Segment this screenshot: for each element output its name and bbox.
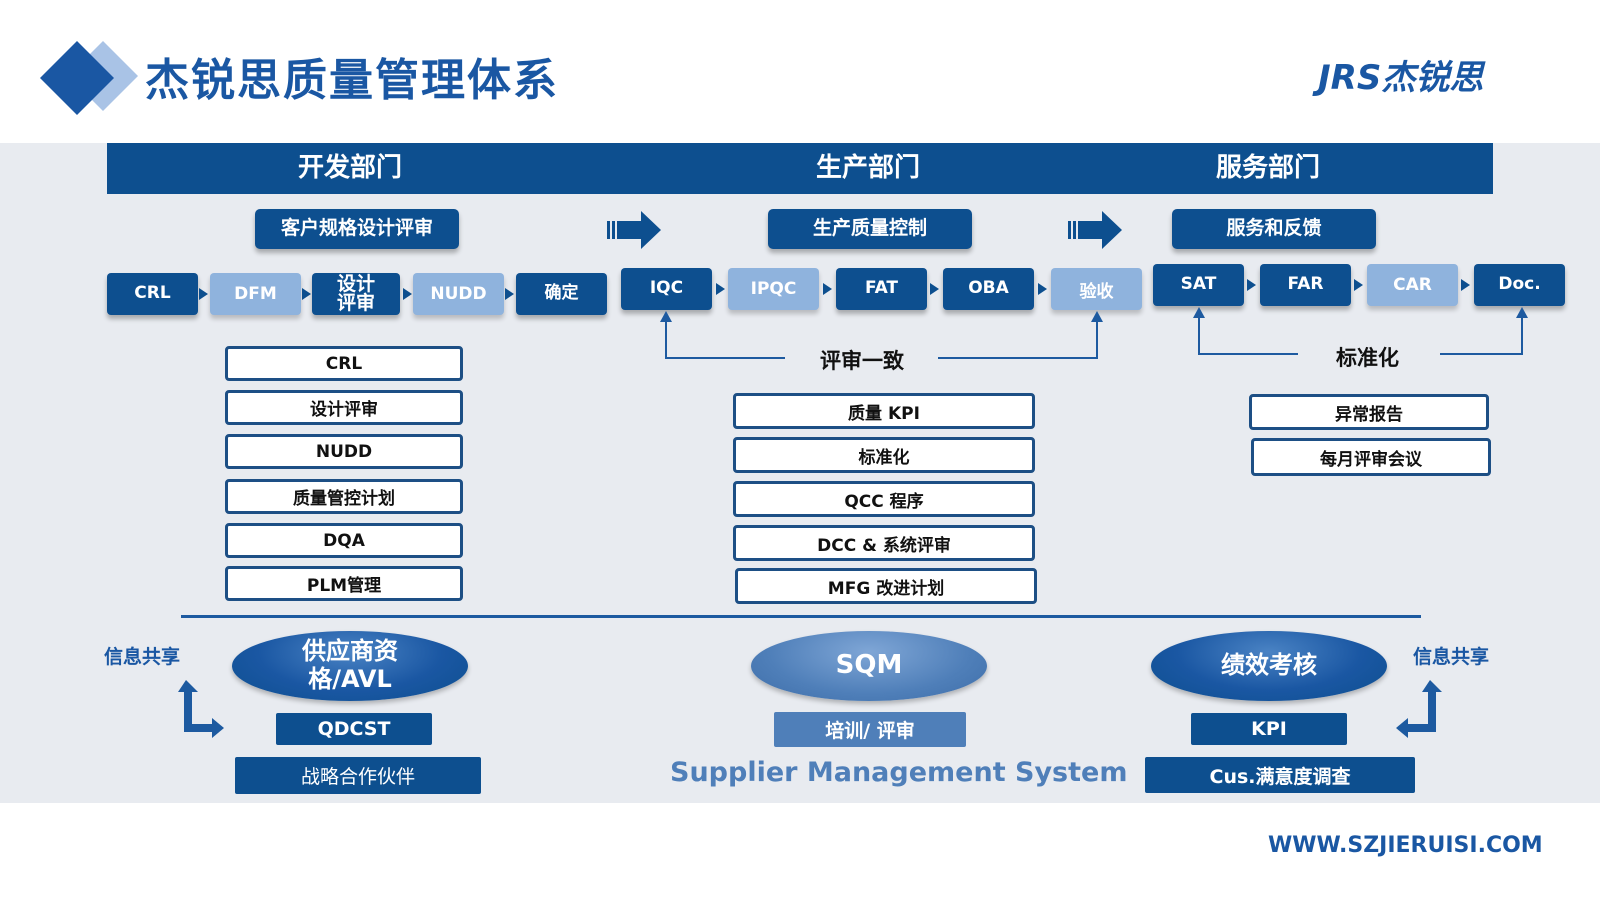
step-arrow-icon (403, 288, 412, 300)
step-arrow-icon (302, 288, 311, 300)
prod-list-item: QCC 程序 (733, 481, 1035, 517)
page-title: 杰锐思质量管理体系 (145, 55, 559, 106)
step-arrow-icon (823, 283, 832, 295)
dev-list-item: PLM管理 (225, 566, 463, 601)
supplier-qualification-ellipse: 供应商资格/AVL (232, 631, 468, 701)
prod-step-iqc: IQC (621, 268, 712, 310)
flow-arrow-icon (1068, 210, 1124, 254)
corner-arrow-icon (178, 680, 228, 744)
dev-list-item: 质量管控计划 (225, 479, 463, 514)
dev-list-item: CRL (225, 346, 463, 381)
step-arrow-icon (1461, 279, 1470, 291)
step-arrow-icon (930, 283, 939, 295)
prod-step-oba: OBA (943, 268, 1034, 310)
kpi-box: KPI (1191, 713, 1347, 745)
strategic-partner-box: 战略合作伙伴 (235, 757, 481, 794)
dev-list-item: 设计评审 (225, 390, 463, 425)
sqm-caption: Supplier Management System (670, 757, 1128, 788)
dev-step-crl: CRL (107, 273, 198, 315)
prod-list-item: 质量 KPI (733, 393, 1035, 429)
svc-link-label: 标准化 (1336, 346, 1399, 370)
title-diamond-icon (30, 35, 138, 125)
dev-step-confirm: 确定 (516, 273, 607, 315)
prod-link-label: 评审一致 (820, 349, 904, 373)
svc-step-far: FAR (1260, 264, 1351, 306)
company-logo: JRS杰锐思 (1318, 58, 1484, 98)
dev-step-nudd: NUDD (413, 273, 504, 315)
dev-step-dfm: DFM (210, 273, 301, 315)
performance-ellipse: 绩效考核 (1151, 631, 1387, 701)
step-arrow-icon (1354, 279, 1363, 291)
info-share-right-label: 信息共享 (1413, 646, 1490, 668)
dev-list-item: NUDD (225, 434, 463, 469)
website-url: WWW.SZJIERUISI.COM (1268, 833, 1543, 858)
sqm-ellipse: SQM (751, 631, 987, 701)
step-arrow-icon (505, 288, 514, 300)
flow-arrow-icon (607, 210, 663, 254)
step-arrow-icon (716, 283, 725, 295)
qdcst-box: QDCST (276, 713, 432, 745)
svc-section-header: 服务和反馈 (1172, 209, 1376, 249)
dept-svc-label: 服务部门 (1215, 153, 1320, 183)
step-arrow-icon (1038, 283, 1047, 295)
prod-section-header: 生产质量控制 (768, 209, 972, 249)
svc-step-car: CAR (1367, 264, 1458, 306)
department-header-bar (107, 143, 1493, 194)
prod-list-item: 标准化 (733, 437, 1035, 473)
prod-list-item: DCC & 系统评审 (733, 525, 1035, 561)
dev-step-design-review: 设计评审 (312, 273, 400, 315)
step-arrow-icon (199, 288, 208, 300)
info-share-left-label: 信息共享 (104, 646, 181, 668)
dev-section-header: 客户规格设计评审 (255, 209, 459, 249)
step-arrow-icon (1247, 279, 1256, 291)
dept-dev-label: 开发部门 (297, 153, 402, 183)
prod-step-ipqc: IPQC (728, 268, 819, 310)
corner-arrow-icon (1392, 680, 1442, 744)
prod-step-acceptance: 验收 (1051, 268, 1142, 310)
section-divider (181, 615, 1421, 618)
prod-step-fat: FAT (836, 268, 927, 310)
customer-survey-box: Cus.满意度调查 (1145, 757, 1415, 793)
svc-step-sat: SAT (1153, 264, 1244, 306)
svc-list-item: 异常报告 (1249, 394, 1489, 430)
svc-list-item: 每月评审会议 (1251, 438, 1491, 476)
dept-prod-label: 生产部门 (815, 153, 920, 183)
dev-list-item: DQA (225, 523, 463, 558)
prod-list-item: MFG 改进计划 (735, 568, 1037, 604)
svc-step-doc: Doc. (1474, 264, 1565, 306)
training-review-box: 培训/ 评审 (774, 712, 966, 747)
